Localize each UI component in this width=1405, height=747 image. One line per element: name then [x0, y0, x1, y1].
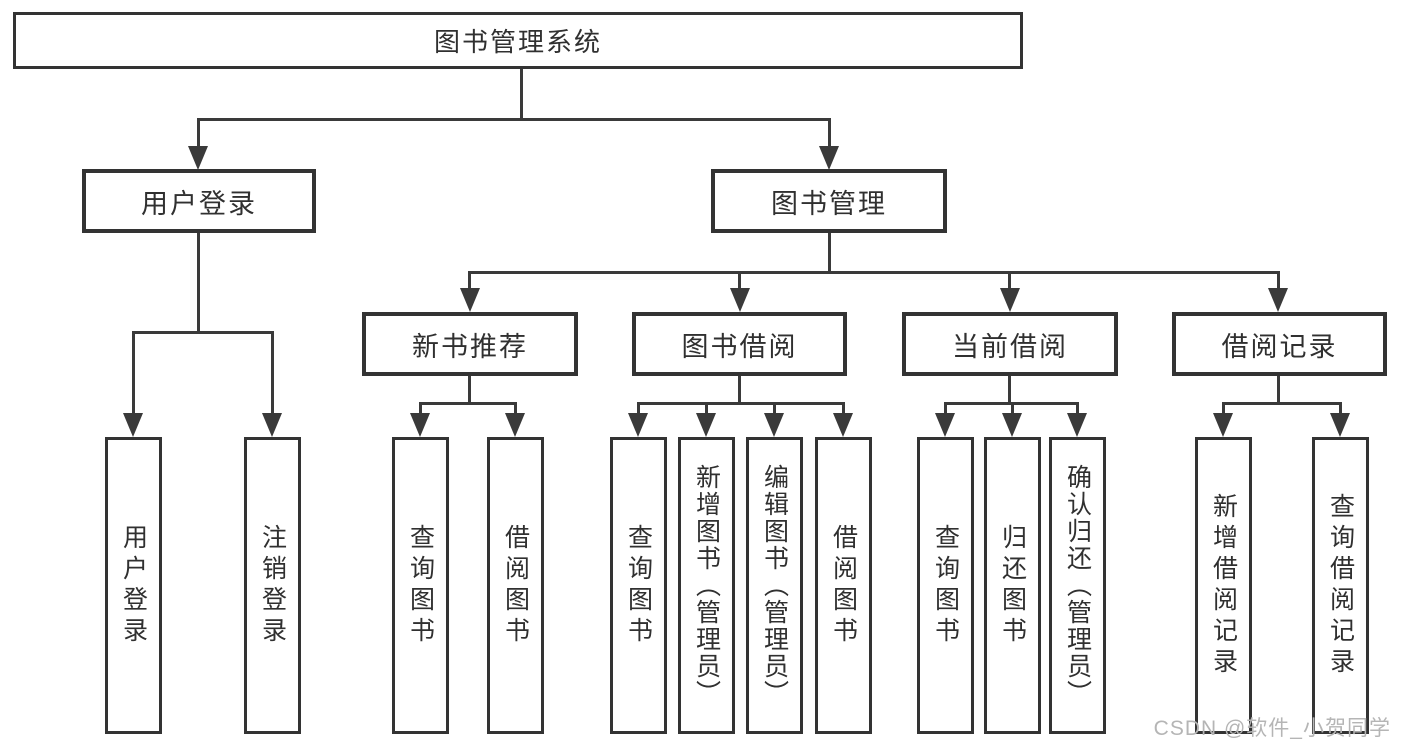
- node-user-login: 用户登录: [82, 169, 316, 233]
- connector-stem: [773, 402, 776, 415]
- node-label: 当前借阅: [952, 331, 1068, 362]
- arrowhead-icon: [410, 413, 430, 437]
- node-new-book-recommend: 新书推荐: [362, 312, 578, 376]
- leaf-add-books-admin: 新增图书（管理员）: [678, 437, 735, 734]
- connector-drop: [738, 376, 741, 404]
- connector-stem: [637, 402, 640, 415]
- leaf-return-books: 归还图书: [984, 437, 1041, 734]
- arrowhead-icon: [628, 413, 648, 437]
- connector-stem: [944, 402, 947, 415]
- connector-drop: [468, 376, 471, 404]
- csdn-watermark: CSDN @软件_小贺同学: [1153, 717, 1391, 740]
- node-borrow-records: 借阅记录: [1172, 312, 1387, 376]
- connector-stem: [1011, 402, 1014, 415]
- connector-root-drop: [520, 69, 523, 120]
- arrowhead-icon: [1067, 413, 1087, 437]
- connector-user-login-drop: [197, 233, 200, 334]
- arrowhead-icon: [505, 413, 525, 437]
- connector-stem: [132, 331, 135, 415]
- connector-level1-spread: [197, 118, 831, 121]
- leaf-label: 借阅图书: [829, 523, 858, 648]
- arrowhead-icon: [935, 413, 955, 437]
- connector-stem-book-management: [828, 118, 831, 148]
- connector-stem: [468, 271, 471, 290]
- connector-stem: [1339, 402, 1342, 415]
- node-label: 新书推荐: [412, 331, 528, 362]
- leaf-query-books-current: 查询图书: [917, 437, 974, 734]
- leaf-label: 查询借阅记录: [1326, 492, 1355, 679]
- connector-stem: [738, 271, 741, 290]
- arrowhead-icon: [460, 288, 480, 312]
- node-book-management: 图书管理: [711, 169, 947, 233]
- arrowhead-icon: [1002, 413, 1022, 437]
- node-current-borrow: 当前借阅: [902, 312, 1118, 376]
- arrowhead-icon: [764, 413, 784, 437]
- node-label: 图书管理系统: [433, 27, 602, 57]
- arrowhead-icon: [819, 146, 839, 170]
- node-label: 图书管理: [771, 188, 887, 219]
- leaf-label: 确认归还（管理员）: [1063, 464, 1092, 707]
- leaf-borrow-books-recommend: 借阅图书: [487, 437, 544, 734]
- leaf-label: 新增借阅记录: [1209, 492, 1238, 679]
- connector-stem: [1008, 271, 1011, 290]
- connector-spread: [637, 402, 844, 405]
- leaf-borrow-books: 借阅图书: [815, 437, 872, 734]
- arrowhead-icon: [1330, 413, 1350, 437]
- connector-spread: [1222, 402, 1341, 405]
- connector-spread: [419, 402, 516, 405]
- leaf-user-login: 用户登录: [105, 437, 162, 734]
- leaf-edit-books-admin: 编辑图书（管理员）: [746, 437, 803, 734]
- arrowhead-icon: [1268, 288, 1288, 312]
- leaf-add-borrow-record: 新增借阅记录: [1195, 437, 1252, 734]
- leaf-label: 查询图书: [931, 523, 960, 648]
- arrowhead-icon: [833, 413, 853, 437]
- leaf-label: 注销登录: [258, 523, 287, 648]
- arrowhead-icon: [730, 288, 750, 312]
- connector-stem: [271, 331, 274, 415]
- connector-drop: [1277, 376, 1280, 404]
- arrowhead-icon: [1000, 288, 1020, 312]
- leaf-label: 编辑图书（管理员）: [760, 464, 789, 707]
- connector-level3-spread: [468, 271, 1280, 274]
- connector-stem: [842, 402, 845, 415]
- leaf-label: 查询图书: [406, 523, 435, 648]
- node-label: 借阅记录: [1221, 331, 1338, 362]
- connector-user-login-spread: [132, 331, 274, 334]
- connector-stem: [1277, 271, 1280, 290]
- connector-book-management-drop: [828, 233, 831, 274]
- arrowhead-icon: [262, 413, 282, 437]
- node-label: 图书借阅: [681, 331, 798, 362]
- connector-stem: [705, 402, 708, 415]
- connector-stem: [419, 402, 422, 415]
- leaf-label: 归还图书: [998, 523, 1027, 648]
- node-book-borrow: 图书借阅: [632, 312, 847, 376]
- arrowhead-icon: [696, 413, 716, 437]
- node-library-management-system: 图书管理系统: [13, 12, 1023, 69]
- connector-stem: [1222, 402, 1225, 415]
- node-label: 用户登录: [141, 188, 257, 219]
- connector-drop: [1008, 376, 1011, 404]
- arrowhead-icon: [188, 146, 208, 170]
- leaf-label: 新增图书（管理员）: [692, 464, 721, 707]
- leaf-label: 用户登录: [119, 523, 148, 648]
- connector-stem-user-login: [197, 118, 200, 148]
- connector-stem: [514, 402, 517, 415]
- arrowhead-icon: [1213, 413, 1233, 437]
- leaf-label: 查询图书: [624, 523, 653, 648]
- leaf-query-books-borrow: 查询图书: [610, 437, 667, 734]
- leaf-label: 借阅图书: [501, 523, 530, 648]
- leaf-query-books-recommend: 查询图书: [392, 437, 449, 734]
- arrowhead-icon: [123, 413, 143, 437]
- leaf-logout: 注销登录: [244, 437, 301, 734]
- leaf-confirm-return-admin: 确认归还（管理员）: [1049, 437, 1106, 734]
- leaf-query-borrow-record: 查询借阅记录: [1312, 437, 1369, 734]
- connector-stem: [1076, 402, 1079, 415]
